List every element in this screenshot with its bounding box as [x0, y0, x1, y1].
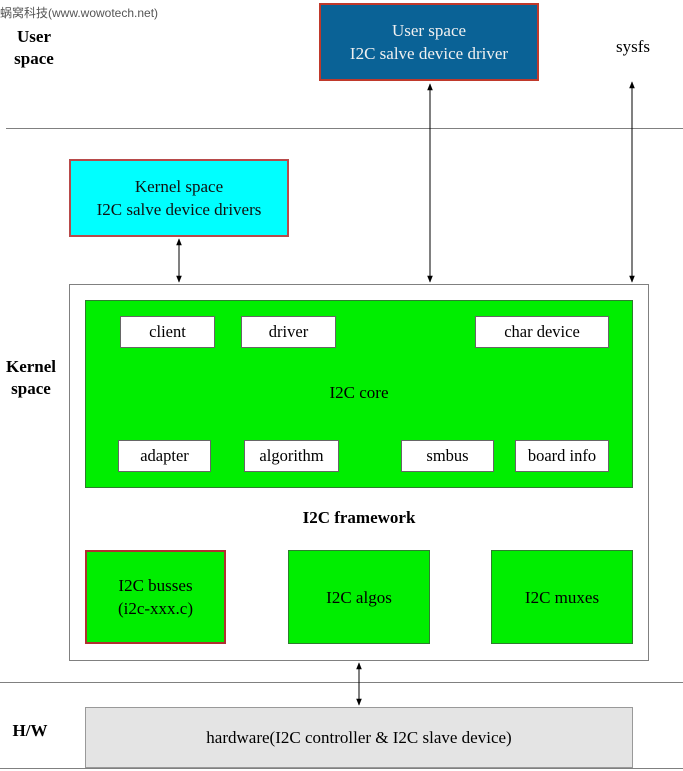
core-item-board-info: board info — [515, 440, 609, 472]
i2c-busses-line2: (i2c-xxx.c) — [117, 599, 194, 618]
hardware-label: hardware(I2C controller & I2C slave devi… — [206, 728, 512, 747]
i2c-busses-line1: I2C busses — [118, 576, 193, 595]
i2c-algos-label: I2C algos — [326, 587, 392, 607]
core-item-adapter: adapter — [118, 440, 211, 472]
user-space-driver-box: User space I2C salve device driver — [319, 3, 539, 81]
core-item-client: client — [120, 316, 215, 348]
watermark: 蜗窝科技(www.wowotech.net) — [0, 6, 159, 20]
i2c-algos-box: I2C algos — [288, 550, 430, 644]
sysfs-label: sysfs — [615, 37, 650, 56]
user-space-driver-line1: User space — [391, 21, 467, 40]
kernel-space-label: Kernel space — [0, 356, 62, 400]
kernel-space-driver-line2: I2C salve device drivers — [96, 200, 262, 219]
i2c-core-title: I2C core — [329, 383, 389, 402]
i2c-muxes-box: I2C muxes — [491, 550, 633, 644]
hardware-box: hardware(I2C controller & I2C slave devi… — [85, 707, 633, 768]
kernel-space-driver-box: Kernel space I2C salve device drivers — [69, 159, 289, 237]
kernel-space-label-line1: Kernel — [5, 357, 57, 376]
core-item-smbus: smbus — [401, 440, 494, 472]
i2c-busses-box: I2C busses (i2c-xxx.c) — [85, 550, 226, 644]
user-kernel-divider — [6, 128, 683, 129]
i2c-framework-title: I2C framework — [302, 508, 416, 527]
kernel-space-driver-line1: Kernel space — [134, 177, 224, 196]
bottom-border-line — [0, 768, 683, 769]
user-space-label: User space — [6, 26, 62, 70]
i2c-muxes-label: I2C muxes — [524, 587, 600, 607]
kernel-hw-divider — [0, 682, 683, 683]
core-item-algorithm: algorithm — [244, 440, 339, 472]
core-item-char-device: char device — [475, 316, 609, 348]
user-space-label-line2: space — [14, 49, 54, 68]
hw-label: H/W — [12, 721, 48, 740]
core-item-driver: driver — [241, 316, 336, 348]
user-space-driver-line2: I2C salve device driver — [349, 44, 509, 63]
kernel-space-label-line2: space — [11, 379, 51, 398]
user-space-label-line1: User — [17, 27, 51, 46]
